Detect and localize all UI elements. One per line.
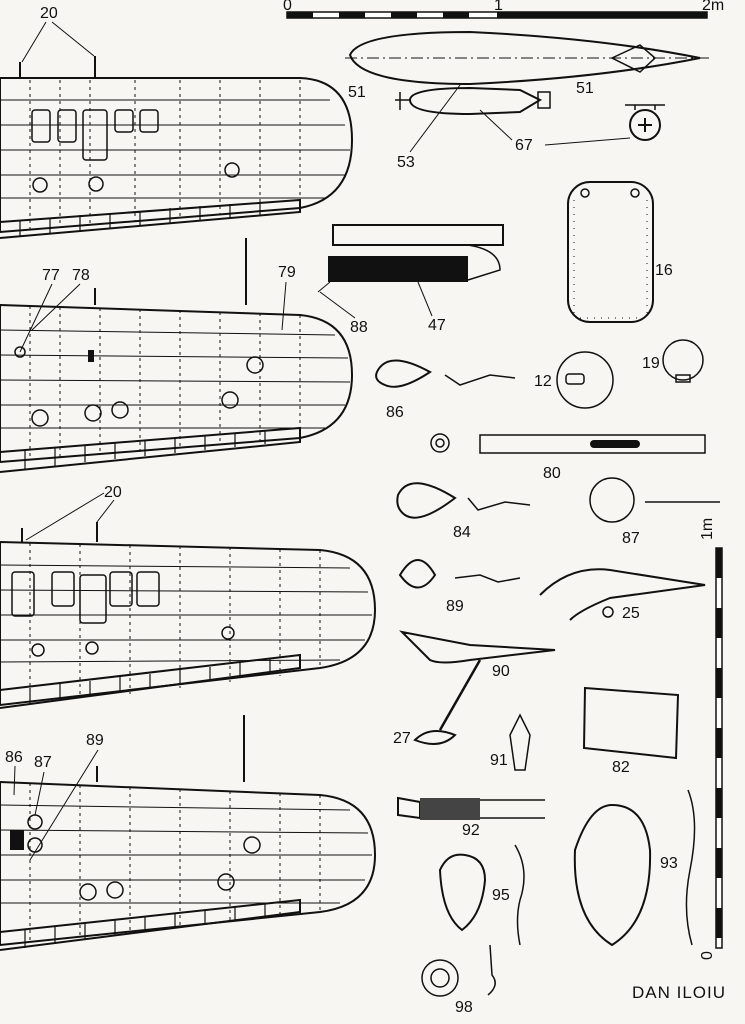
part-90-gear-leg xyxy=(398,630,556,745)
part-89-panel xyxy=(398,559,521,589)
label-90: 90 xyxy=(492,663,510,680)
part-93-hatch xyxy=(573,789,696,947)
part-86-panel xyxy=(375,359,516,388)
label-82: 82 xyxy=(612,759,630,776)
wing-view-2 xyxy=(0,238,354,473)
part-25-gear-door xyxy=(539,568,706,621)
wing-view-4 xyxy=(0,715,377,951)
wing-view-3 xyxy=(0,522,377,709)
label-12: 12 xyxy=(534,373,552,390)
label-91: 91 xyxy=(490,752,508,769)
part-91-plate xyxy=(509,713,531,771)
label-86-left: 86 xyxy=(5,749,23,766)
scale-label-end: 2m xyxy=(702,0,724,14)
author-signature: DAN ILOIU xyxy=(632,983,726,1002)
part-12-disc xyxy=(556,351,614,409)
part-98-ring xyxy=(421,944,496,997)
label-20-top: 20 xyxy=(40,5,58,22)
label-98: 98 xyxy=(455,999,473,1016)
part-82-plate xyxy=(582,686,680,760)
bomb xyxy=(395,86,665,141)
label-51-right: 51 xyxy=(576,80,594,97)
label-86-right: 86 xyxy=(386,404,404,421)
wing-view-1 xyxy=(0,56,354,239)
drop-tank xyxy=(345,30,710,86)
part-95-frame xyxy=(438,844,525,946)
label-92: 92 xyxy=(462,822,480,839)
label-79: 79 xyxy=(278,264,296,281)
label-20-mid: 20 xyxy=(104,484,122,501)
part-92-exhaust xyxy=(397,796,545,820)
part-19-disc xyxy=(662,339,704,383)
access-panel-16 xyxy=(567,181,654,323)
label-51-left: 51 xyxy=(348,84,366,101)
label-47: 47 xyxy=(428,317,446,334)
label-87-right: 87 xyxy=(622,530,640,547)
label-88: 88 xyxy=(350,319,368,336)
label-93: 93 xyxy=(660,855,678,872)
label-77: 77 xyxy=(42,267,60,284)
part-labels: 20 51 51 53 67 16 77 78 79 88 47 86 12 1… xyxy=(5,5,678,1016)
label-78: 78 xyxy=(72,267,90,284)
label-19: 19 xyxy=(642,355,660,372)
scale-label-mid: 1 xyxy=(494,0,503,14)
part-80-strut xyxy=(430,433,706,454)
label-53: 53 xyxy=(397,154,415,171)
label-84: 84 xyxy=(453,524,471,541)
label-67: 67 xyxy=(515,137,533,154)
radiator-assembly xyxy=(317,224,504,293)
scale-label-start: 0 xyxy=(283,0,292,14)
part-87-disc xyxy=(589,477,720,523)
label-25: 25 xyxy=(622,605,640,622)
side-scale-top-label: 1m xyxy=(699,518,716,540)
part-84-panel xyxy=(396,482,531,519)
label-80: 80 xyxy=(543,465,561,482)
label-27: 27 xyxy=(393,730,411,747)
label-95: 95 xyxy=(492,887,510,904)
label-89-right: 89 xyxy=(446,598,464,615)
scale-bar-top: 0 1 2m xyxy=(283,0,724,19)
label-87-left: 87 xyxy=(34,754,52,771)
side-scale-bottom-label: 0 xyxy=(699,951,716,960)
label-16: 16 xyxy=(655,262,673,279)
label-89-left: 89 xyxy=(86,732,104,749)
scale-bar-side: 1m 0 xyxy=(699,518,723,960)
